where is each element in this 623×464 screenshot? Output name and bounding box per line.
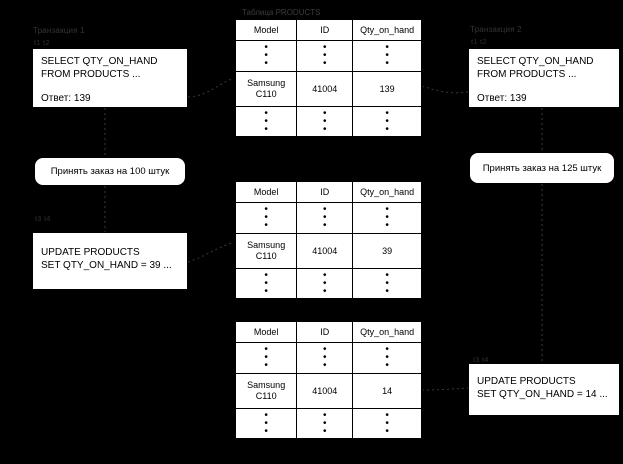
table-ellipsis-row-top: ••• ••• ••• (234, 40, 422, 72)
table-ellipsis-row-bottom: ••• ••• ••• (234, 106, 422, 138)
select-left-answer: Ответ: 139 (41, 93, 91, 104)
update-left-line1: UPDATE PRODUCTS (41, 247, 140, 258)
column-header-qty: Qty_on_hand (352, 181, 422, 203)
cell-model: Samsung C110 (234, 71, 298, 107)
cell-qty: 139 (352, 71, 422, 107)
select-right-line2: FROM PRODUCTS ... (477, 69, 577, 80)
column-header-id: ID (296, 181, 354, 203)
cell-model-line1: Samsung (247, 240, 286, 250)
transaction-1-time-label: t1 t2 (34, 38, 50, 47)
connector-update-left-to-table2 (187, 241, 235, 263)
transaction-2-time-label: t1 t2 (471, 37, 487, 46)
ellipsis-cell: ••• (234, 106, 298, 138)
column-header-qty: Qty_on_hand (352, 321, 422, 343)
ellipsis-cell: ••• (296, 268, 354, 300)
ellipsis-cell: ••• (296, 106, 354, 138)
table-row: Samsung C110 41004 14 (234, 373, 422, 409)
update-query-box-right: UPDATE PRODUCTS SET QTY_ON_HAND = 14 ... (468, 363, 620, 416)
ellipsis-cell: ••• (296, 40, 354, 72)
ellipsis-cell: ••• (352, 40, 422, 72)
products-table-caption: Таблица PRODUCTS (242, 8, 321, 17)
connector-select-left-to-table1 (187, 77, 235, 98)
cell-id: 41004 (296, 233, 354, 269)
table-ellipsis-row-bottom: ••• ••• ••• (234, 268, 422, 300)
ellipsis-cell: ••• (296, 202, 354, 234)
table-row: Samsung C110 41004 39 (234, 233, 422, 269)
order-box-right: Принять заказ на 125 штук (469, 152, 615, 184)
order-right-label: Принять заказ на 125 штук (482, 162, 602, 174)
cell-model-line2: C110 (255, 391, 277, 401)
update-left-line2: SET QTY_ON_HAND = 39 ... (41, 260, 172, 271)
column-header-id: ID (296, 19, 354, 41)
connector-table1-to-select-right (421, 85, 469, 94)
select-right-answer: Ответ: 139 (477, 93, 527, 104)
table-header-row: Model ID Qty_on_hand (234, 19, 422, 41)
column-header-model: Model (234, 181, 298, 203)
column-header-id: ID (296, 321, 354, 343)
order-box-left: Принять заказ на 100 штук (34, 157, 186, 186)
update-right-time-label: t3 t4 (473, 355, 489, 364)
cell-model-line1: Samsung (247, 78, 286, 88)
ellipsis-cell: ••• (296, 342, 354, 374)
table-ellipsis-row-bottom: ••• ••• ••• (234, 408, 422, 440)
cell-model-line2: C110 (255, 251, 277, 261)
ellipsis-cell: ••• (234, 342, 298, 374)
transaction-2-label: Транзакция 2 (470, 25, 522, 34)
connector-table3-to-update-right (421, 387, 469, 391)
update-right-line2: SET QTY_ON_HAND = 14 ... (477, 389, 608, 400)
cell-qty: 39 (352, 233, 422, 269)
select-left-line1: SELECT QTY_ON_HAND (41, 56, 158, 67)
ellipsis-cell: ••• (234, 40, 298, 72)
table-row: Samsung C110 41004 139 (234, 71, 422, 107)
cell-id: 41004 (296, 373, 354, 409)
ellipsis-cell: ••• (352, 202, 422, 234)
table-ellipsis-row-top: ••• ••• ••• (234, 202, 422, 234)
cell-model: Samsung C110 (234, 373, 298, 409)
cell-id: 41004 (296, 71, 354, 107)
order-left-label: Принять заказ на 100 штук (50, 166, 170, 177)
select-right-line1: SELECT QTY_ON_HAND (477, 56, 594, 67)
column-header-model: Model (234, 321, 298, 343)
cell-model-line2: C110 (255, 89, 277, 99)
update-right-line1: UPDATE PRODUCTS (477, 376, 576, 387)
table-ellipsis-row-top: ••• ••• ••• (234, 342, 422, 374)
products-table-3: Model ID Qty_on_hand ••• ••• ••• Samsung… (234, 320, 423, 440)
table-header-row: Model ID Qty_on_hand (234, 181, 422, 203)
ellipsis-cell: ••• (352, 342, 422, 374)
ellipsis-cell: ••• (234, 268, 298, 300)
ellipsis-cell: ••• (296, 408, 354, 440)
products-table-2: Model ID Qty_on_hand ••• ••• ••• Samsung… (234, 180, 423, 300)
ellipsis-cell: ••• (234, 202, 298, 234)
ellipsis-cell: ••• (352, 268, 422, 300)
select-left-line2: FROM PRODUCTS ... (41, 69, 141, 80)
cell-model-line1: Samsung (247, 380, 286, 390)
column-header-qty: Qty_on_hand (352, 19, 422, 41)
ellipsis-cell: ••• (234, 408, 298, 440)
ellipsis-cell: ••• (352, 106, 422, 138)
cell-model: Samsung C110 (234, 233, 298, 269)
ellipsis-cell: ••• (352, 408, 422, 440)
cell-qty: 14 (352, 373, 422, 409)
update-left-time-label: t3 t4 (35, 214, 51, 223)
products-table-1: Model ID Qty_on_hand ••• ••• ••• Samsung… (234, 18, 423, 138)
select-query-box-right: SELECT QTY_ON_HAND FROM PRODUCTS ... Отв… (468, 48, 620, 108)
select-query-box-left: SELECT QTY_ON_HAND FROM PRODUCTS ... Отв… (32, 48, 188, 108)
column-header-model: Model (234, 19, 298, 41)
transaction-1-label: Транзакция 1 (33, 26, 85, 35)
update-query-box-left: UPDATE PRODUCTS SET QTY_ON_HAND = 39 ... (32, 232, 188, 290)
table-header-row: Model ID Qty_on_hand (234, 321, 422, 343)
